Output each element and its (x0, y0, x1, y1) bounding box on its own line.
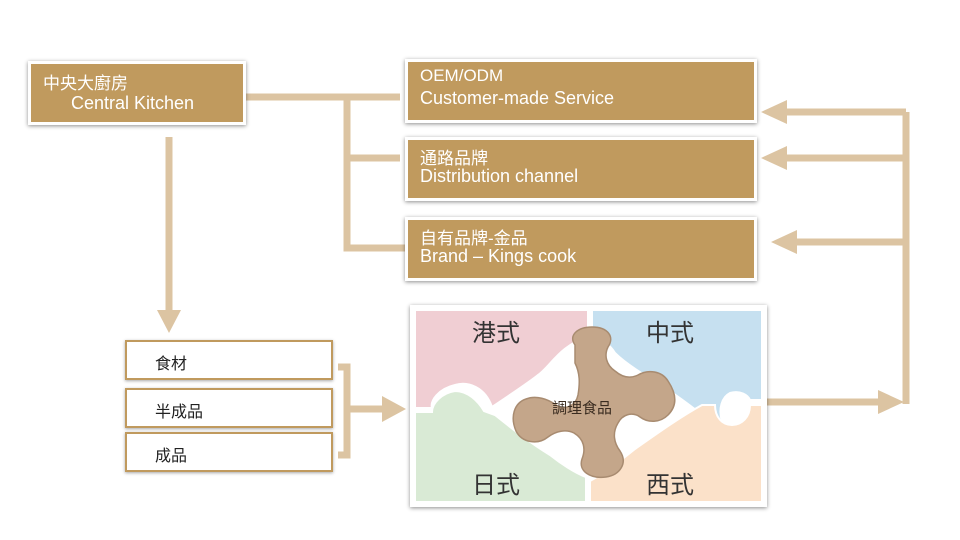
puzzle-piece-chinese (591, 309, 763, 422)
ingredient-box-finished: 成品 (125, 432, 333, 472)
ingredient-box-raw: 食材 (125, 340, 333, 380)
puzzle-pieces (414, 309, 763, 503)
oem-odm-subtitle: Customer-made Service (420, 88, 615, 108)
label-western-style: 西式 (646, 471, 694, 499)
ingredient-label: 成品 (155, 448, 188, 465)
puzzle-piece-hong-kong (414, 309, 589, 409)
distribution-subtitle: Distribution channel (420, 166, 579, 186)
services-vertical-connector (343, 97, 405, 252)
ingredients-bracket (338, 363, 351, 459)
right-arrowhead (878, 390, 904, 414)
puzzle-piece-center (512, 326, 676, 479)
kitchen-down-arrowhead (157, 310, 181, 333)
central-kitchen-en: Central Kitchen (71, 93, 195, 113)
puzzle-piece-western (589, 404, 763, 503)
own-brand-box: 自有品牌-金品 Brand – Kings cook (405, 217, 757, 281)
label-hong-kong-style: 港式 (472, 319, 520, 347)
ingredient-label: 食材 (155, 356, 188, 373)
central-kitchen-box: 中央大廚房 Central Kitchen (28, 61, 246, 125)
distribution-title: 通路品牌 (420, 149, 488, 168)
central-kitchen-zh: 中央大廚房 (43, 74, 128, 93)
own-brand-title: 自有品牌-金品 (420, 229, 528, 248)
oem-odm-box: OEM/ODM Customer-made Service (405, 59, 757, 123)
brand-arrowhead (771, 230, 797, 254)
ingredient-label: 半成品 (155, 404, 204, 421)
label-japanese-style: 日式 (472, 471, 520, 499)
bracket-arrowhead (382, 396, 406, 422)
distribution-channel-box: 通路品牌 Distribution channel (405, 137, 757, 201)
label-chinese-style: 中式 (646, 319, 694, 347)
puzzle-piece-japanese (414, 389, 587, 503)
own-brand-subtitle: Brand – Kings cook (420, 246, 577, 266)
oem-odm-title: OEM/ODM (420, 66, 504, 85)
label-prepared-food: 調理食品 (552, 399, 613, 417)
prepared-food-puzzle: 港式 中式 日式 西式 調理食品 (410, 305, 767, 507)
ingredient-box-semi: 半成品 (125, 388, 333, 428)
distribution-arrowhead (761, 146, 787, 170)
oem-arrowhead (761, 100, 787, 124)
